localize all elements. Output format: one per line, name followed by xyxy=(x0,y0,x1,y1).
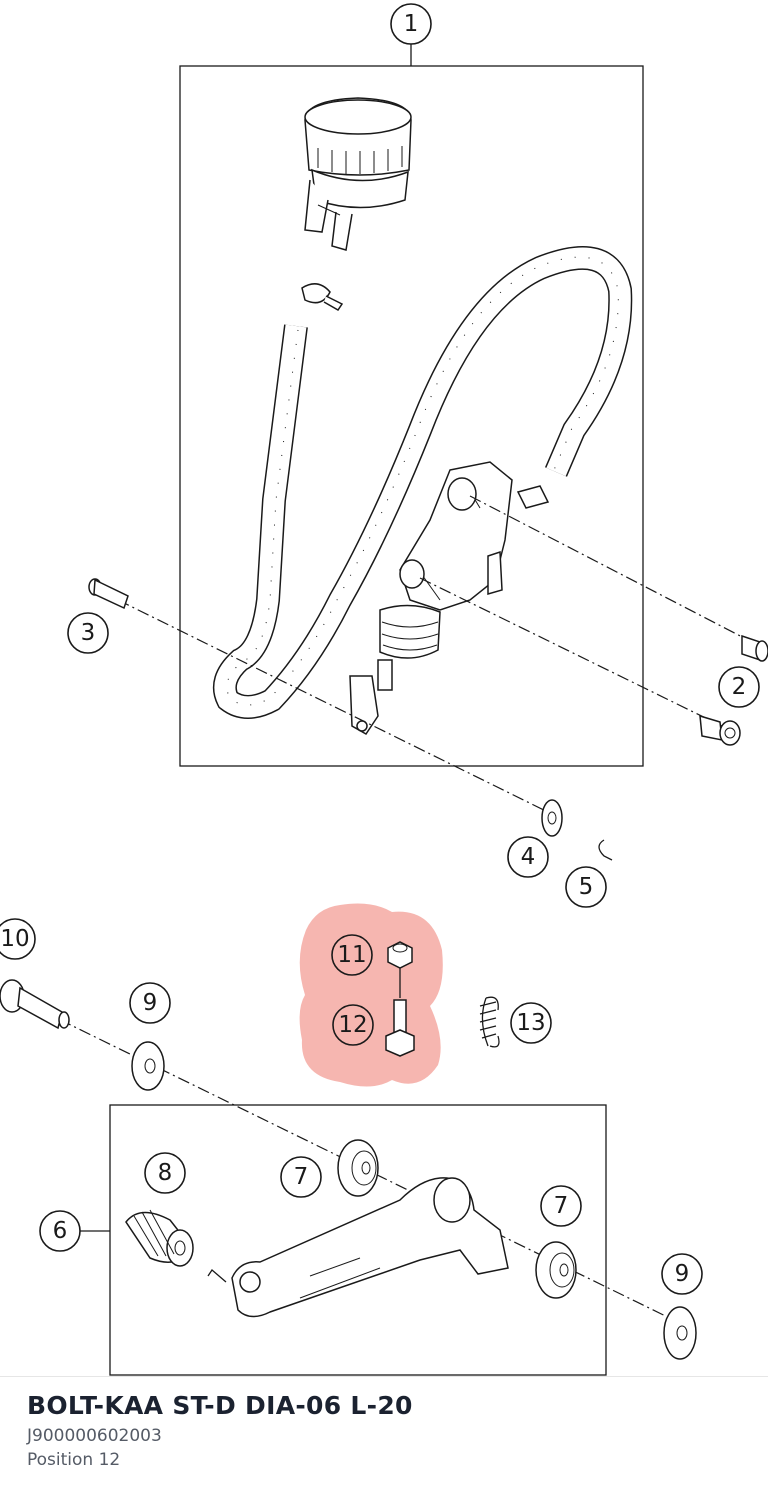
callout-11-label: 11 xyxy=(337,942,366,968)
exploded-parts-diagram: 1 2 3 4 5 6 7 7 8 9 9 10 xyxy=(0,3,768,1376)
selection-highlight xyxy=(299,903,443,1087)
callout-2[interactable]: 2 xyxy=(718,666,760,708)
callout-6[interactable]: 6 xyxy=(39,1210,81,1252)
bearing-7-left xyxy=(337,1139,379,1197)
part-detail-panel: BOLT-KAA ST-D DIA-06 L-20 J900000602003 … xyxy=(0,1376,768,1492)
callout-9-upper-label: 9 xyxy=(143,990,158,1016)
washer-9 xyxy=(131,1041,165,1091)
callout-7-right-label: 7 xyxy=(554,1193,569,1219)
callout-1-label: 1 xyxy=(404,11,419,37)
bolt-2 xyxy=(741,634,768,662)
callout-7-left-label: 7 xyxy=(294,1164,309,1190)
brake-hose xyxy=(213,245,633,719)
callout-13[interactable]: 13 xyxy=(510,1002,552,1044)
callout-9-upper[interactable]: 9 xyxy=(129,982,171,1024)
nut-11 xyxy=(387,941,413,969)
callout-13-label: 13 xyxy=(516,1010,545,1036)
callout-3-label: 3 xyxy=(81,620,96,646)
callout-9-lower-label: 9 xyxy=(675,1261,690,1287)
callout-8-label: 8 xyxy=(158,1160,173,1186)
callout-10-label: 10 xyxy=(0,926,29,952)
bolt-10 xyxy=(0,979,70,1030)
callout-5-label: 5 xyxy=(579,874,594,900)
clutch-pedal-lever xyxy=(207,1177,509,1318)
callout-7-left[interactable]: 7 xyxy=(280,1156,322,1198)
callout-6-label: 6 xyxy=(53,1218,68,1244)
clutch-master-cylinder xyxy=(349,461,550,735)
bushing-8 xyxy=(125,1209,194,1267)
callout-4-label: 4 xyxy=(521,844,536,870)
brake-fluid-reservoir xyxy=(304,97,412,251)
callout-12[interactable]: 12 xyxy=(332,1004,374,1046)
callout-1[interactable]: 1 xyxy=(390,3,432,45)
spring-13 xyxy=(479,996,500,1048)
callout-2-label: 2 xyxy=(732,674,747,700)
callout-3[interactable]: 3 xyxy=(67,612,109,654)
callout-8[interactable]: 8 xyxy=(144,1152,186,1194)
part-number: J900000602003 xyxy=(27,1426,162,1446)
pin-3 xyxy=(88,578,129,610)
callout-12-label: 12 xyxy=(338,1012,367,1038)
callout-11[interactable]: 11 xyxy=(331,934,373,976)
callout-4[interactable]: 4 xyxy=(507,836,549,878)
washer-4 xyxy=(541,799,563,837)
bearing-7-right xyxy=(535,1241,577,1299)
assembly-group-6 xyxy=(80,1104,607,1376)
callout-10[interactable]: 10 xyxy=(0,918,36,960)
callout-9-lower[interactable]: 9 xyxy=(661,1253,703,1295)
callout-5[interactable]: 5 xyxy=(565,866,607,908)
washer-9-lower xyxy=(663,1306,697,1360)
callout-7-right[interactable]: 7 xyxy=(540,1185,582,1227)
bolt-12 xyxy=(385,968,415,1057)
clip-5 xyxy=(598,839,613,861)
hose-clamp xyxy=(301,283,344,311)
assembly-group-1 xyxy=(179,44,644,767)
bolt-2-lower xyxy=(699,714,741,746)
part-name: BOLT-KAA ST-D DIA-06 L-20 xyxy=(27,1391,413,1420)
part-position: Position 12 xyxy=(27,1450,121,1470)
